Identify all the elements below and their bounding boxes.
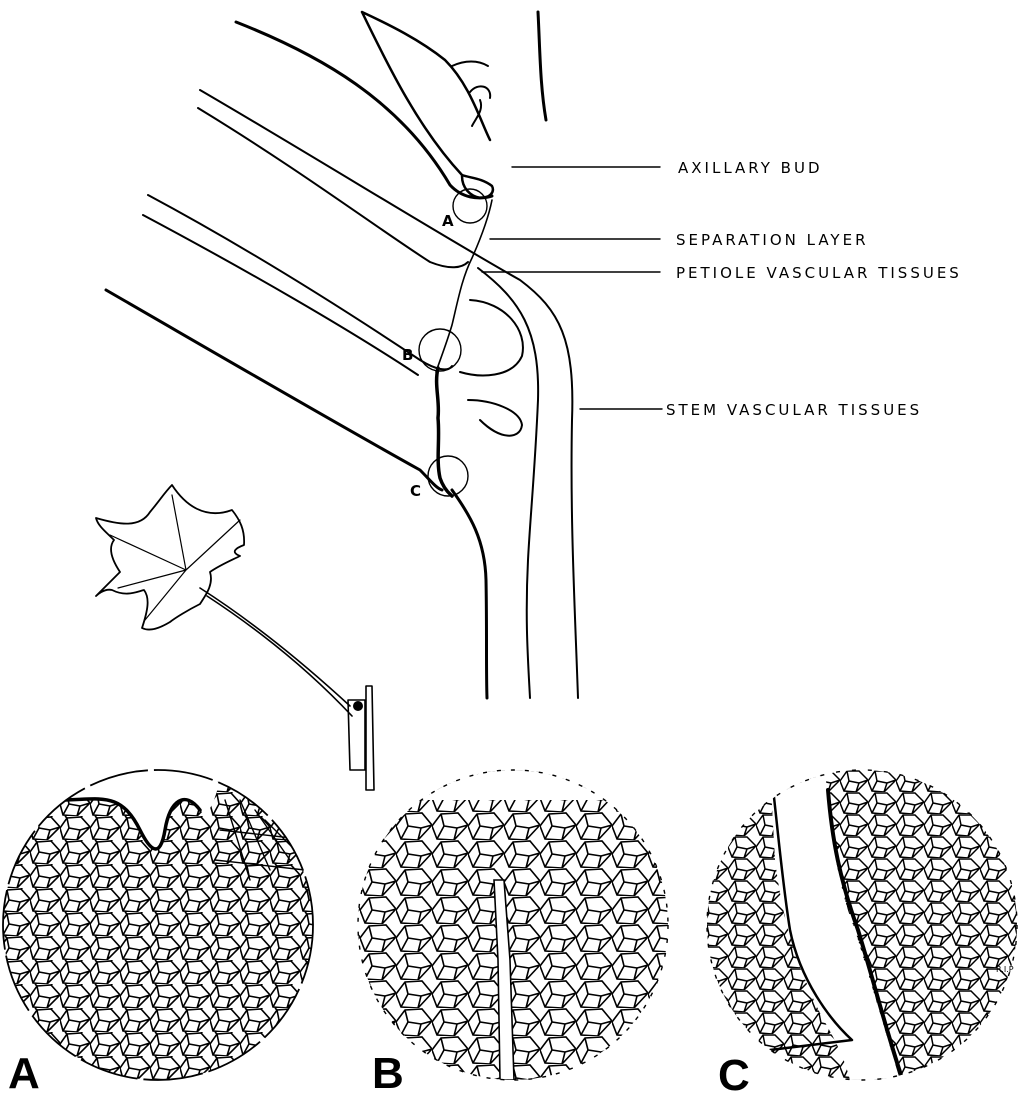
node-scar-upper: [460, 300, 523, 375]
panel-label-b: B: [372, 1049, 404, 1096]
label-stem-vascular-tissues: STEM VASCULAR TISSUES: [666, 401, 922, 419]
panel-label-a: A: [8, 1049, 40, 1096]
petiole-outer-upper: [236, 22, 492, 198]
stem-outer-left: [452, 490, 487, 698]
leaf-blade: [96, 485, 244, 630]
label-separation-layer: SEPARATION LAYER: [676, 231, 869, 249]
micro-panel-c: [700, 770, 1027, 1090]
panel-b-top-fade: [350, 760, 680, 800]
leaf-petiole: [200, 588, 352, 716]
axillary-bud-shape: [452, 62, 490, 127]
top-spine: [538, 12, 546, 120]
petiole-outer-lower: [106, 290, 442, 490]
leaf-sketch: [96, 485, 374, 790]
separation-layer-fracture: [437, 368, 452, 496]
artist-initials: R.I.P: [996, 965, 1014, 974]
leaf-stem-fragment: [348, 686, 374, 790]
label-petiole-vascular-tissues: PETIOLE VASCULAR TISSUES: [676, 264, 962, 282]
petiole-inner-lower: [143, 215, 418, 375]
micro-panel-b: [350, 760, 680, 1090]
point-label-b: B: [402, 346, 413, 364]
point-label-a: A: [442, 212, 454, 230]
panel-label-c: C: [718, 1051, 750, 1096]
petiole-vascular-lower: [148, 195, 452, 369]
marker-circle-b: [419, 329, 461, 371]
micro-panel-a: [0, 700, 330, 1090]
node-scar-lower: [468, 400, 522, 436]
point-label-c: C: [410, 482, 421, 500]
stem-petiole-drawing: [106, 12, 578, 698]
petiole-vascular-upper: [200, 90, 578, 698]
label-axillary-bud: AXILLARY BUD: [678, 159, 823, 177]
leaf-node-dot: [353, 701, 363, 711]
